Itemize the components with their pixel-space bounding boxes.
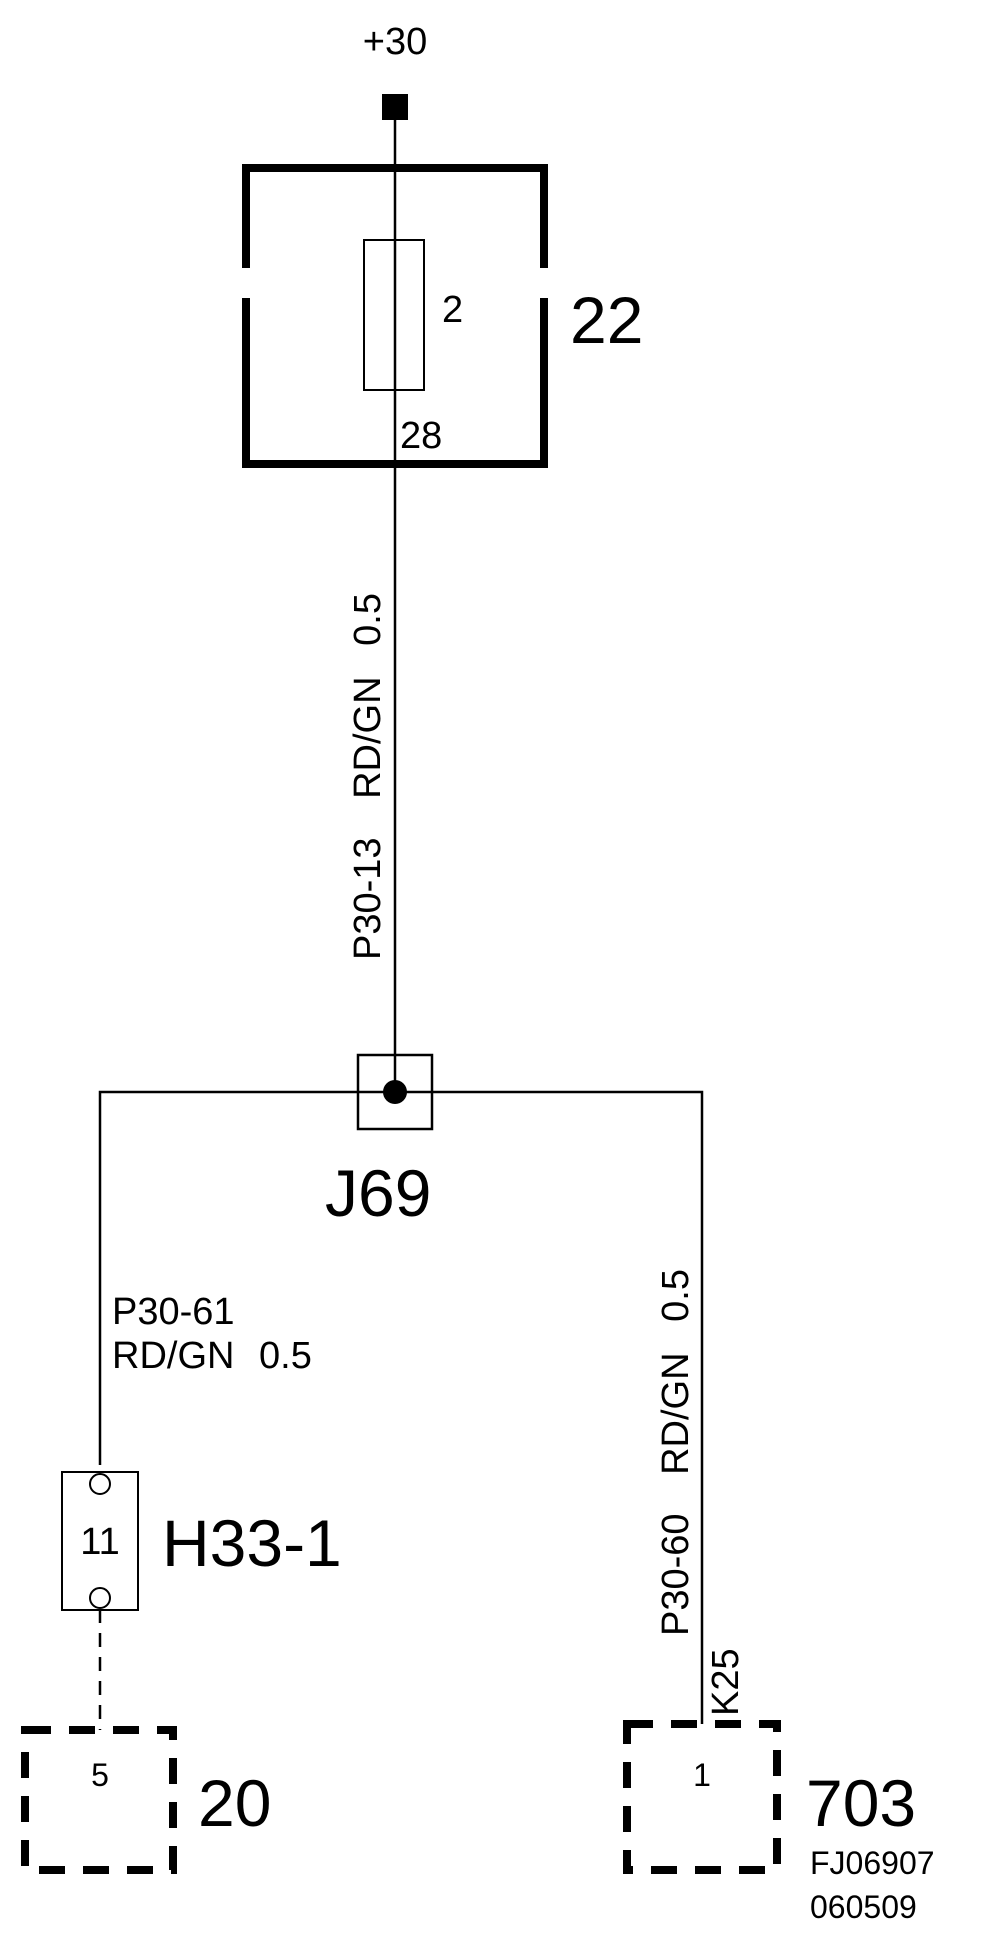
connector-pin-top <box>89 1473 111 1495</box>
wire-left-color: RD/GN <box>112 1335 234 1377</box>
component-right-pin: 1 <box>693 1757 711 1793</box>
wire-left-size: 0.5 <box>259 1335 312 1377</box>
junction-id: J69 <box>325 1156 431 1230</box>
component-right-box <box>623 1720 781 1874</box>
component-left-id: 20 <box>198 1766 271 1840</box>
component-left-box <box>21 1726 177 1874</box>
wire-main-label: P30-13 RD/GN 0.5 <box>347 593 389 960</box>
wire-left-code: P30-61 <box>112 1291 235 1333</box>
wire-right-size: 0.5 <box>655 1269 697 1322</box>
wire-main-code: P30-13 <box>347 837 389 960</box>
wire-main-size: 0.5 <box>347 593 389 646</box>
drawing-code: FJ06907 <box>810 1845 935 1881</box>
fuse-number: 2 <box>442 289 463 331</box>
connector-pin-bottom <box>89 1587 111 1609</box>
fuse-box-id: 22 <box>570 283 643 357</box>
component-left-pin: 5 <box>91 1757 109 1793</box>
fuse-pin-label: 28 <box>400 415 442 457</box>
connector-pin-number: 11 <box>80 1521 119 1563</box>
wire-right-code: P30-60 <box>655 1513 697 1636</box>
wire-main-color: RD/GN <box>347 676 389 798</box>
component-right-terminal: K25 <box>705 1648 747 1716</box>
component-right-id: 703 <box>806 1766 916 1840</box>
wire-right-color: RD/GN <box>655 1352 697 1474</box>
date-code: 060509 <box>810 1889 917 1925</box>
connector-id: H33-1 <box>162 1506 342 1580</box>
supply-label: +30 <box>363 21 427 63</box>
junction-dot <box>383 1080 407 1104</box>
wire-right-label: P30-60 RD/GN 0.5 <box>655 1269 697 1636</box>
wire-left-spec: RD/GN 0.5 <box>112 1335 312 1377</box>
